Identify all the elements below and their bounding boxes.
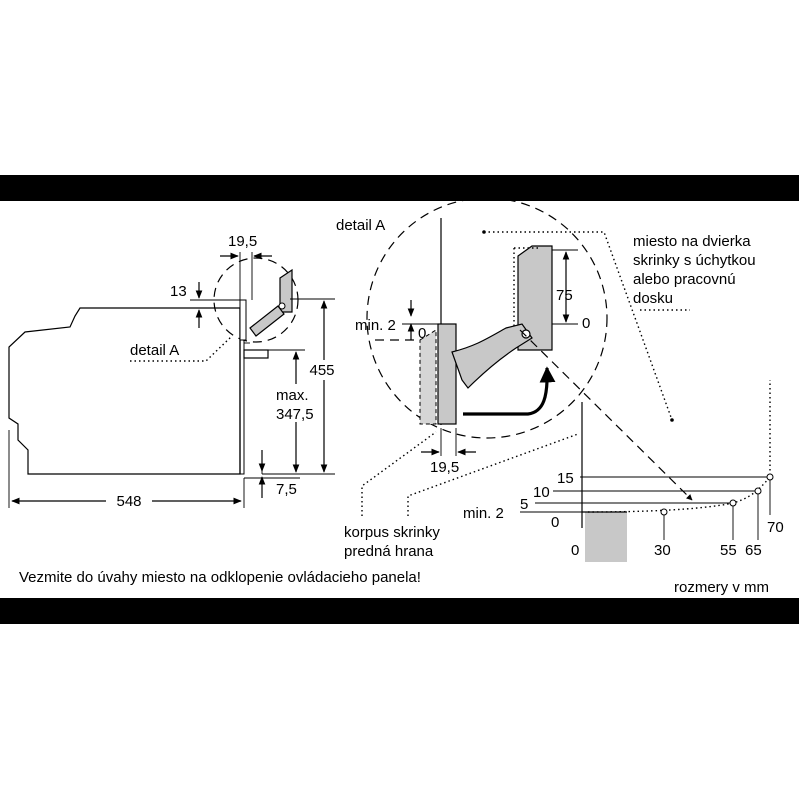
bottom-black-band (0, 598, 799, 624)
graph-0: 0 (551, 514, 559, 531)
label-548: 548 (116, 493, 141, 510)
graph-x55: 55 (720, 542, 737, 559)
label-19-5-top: 19,5 (228, 233, 257, 250)
label-19-5-bottom: 19,5 (430, 459, 459, 476)
graph-min2: min. 2 (463, 505, 504, 522)
top-black-band (0, 175, 799, 201)
label-7-5: 7,5 (276, 481, 297, 498)
graph-x0: 0 (571, 542, 579, 559)
label-13: 13 (170, 283, 187, 300)
corpus-line1: korpus skrinky (344, 524, 440, 541)
graph-x30: 30 (654, 542, 671, 559)
door-line4: dosku (633, 290, 673, 307)
door-line2: skrinky s úchytkou (633, 252, 756, 269)
label-455: 455 (309, 362, 334, 379)
graph-x65: 65 (745, 542, 762, 559)
label-347-5: 347,5 (276, 406, 314, 423)
door-line1: miesto na dvierka (633, 233, 751, 250)
corpus-callout: korpus skrinky predná hrana (344, 431, 579, 560)
dim-548: 548 (8, 430, 245, 510)
door-line3: alebo pracovnú (633, 271, 736, 288)
label-0-detail: 0 (418, 325, 426, 342)
label-min2-detail: min. 2 (355, 317, 396, 334)
label-max: max. (276, 387, 309, 404)
detail-a-left-callout: detail A (130, 335, 233, 362)
dim-19-5-top: 19,5 (220, 233, 272, 300)
corpus-line2: predná hrana (344, 543, 434, 560)
dim-7-5: 7,5 (244, 450, 300, 498)
label-75: 75 (556, 287, 573, 304)
footer-note: Vezmite do úvahy miesto na odklopenie ov… (19, 569, 421, 586)
door-space-label: miesto na dvierka skrinky s úchytkou ale… (633, 233, 756, 311)
label-detail-a-title: detail A (336, 217, 385, 234)
graph-10: 10 (533, 484, 550, 501)
graph-5: 5 (520, 496, 528, 513)
graph-x70: 70 (767, 519, 784, 536)
dim-455: 455 (262, 298, 340, 475)
detail-to-graph-pointer (519, 329, 693, 501)
detail-a-enlargement: detail A 75 0 min. 2 0 19, (336, 197, 674, 476)
opening-clearance-graph: 15 10 5 min. 2 0 0 30 55 65 70 (463, 380, 784, 562)
dim-13: 13 (170, 282, 240, 328)
label-0-right: 0 (582, 315, 590, 332)
graph-15: 15 (557, 470, 574, 487)
footer-units: rozmery v mm (674, 579, 769, 596)
dim-max-347-5: max. 347,5 (262, 349, 322, 473)
label-detail-a-left: detail A (130, 342, 179, 359)
